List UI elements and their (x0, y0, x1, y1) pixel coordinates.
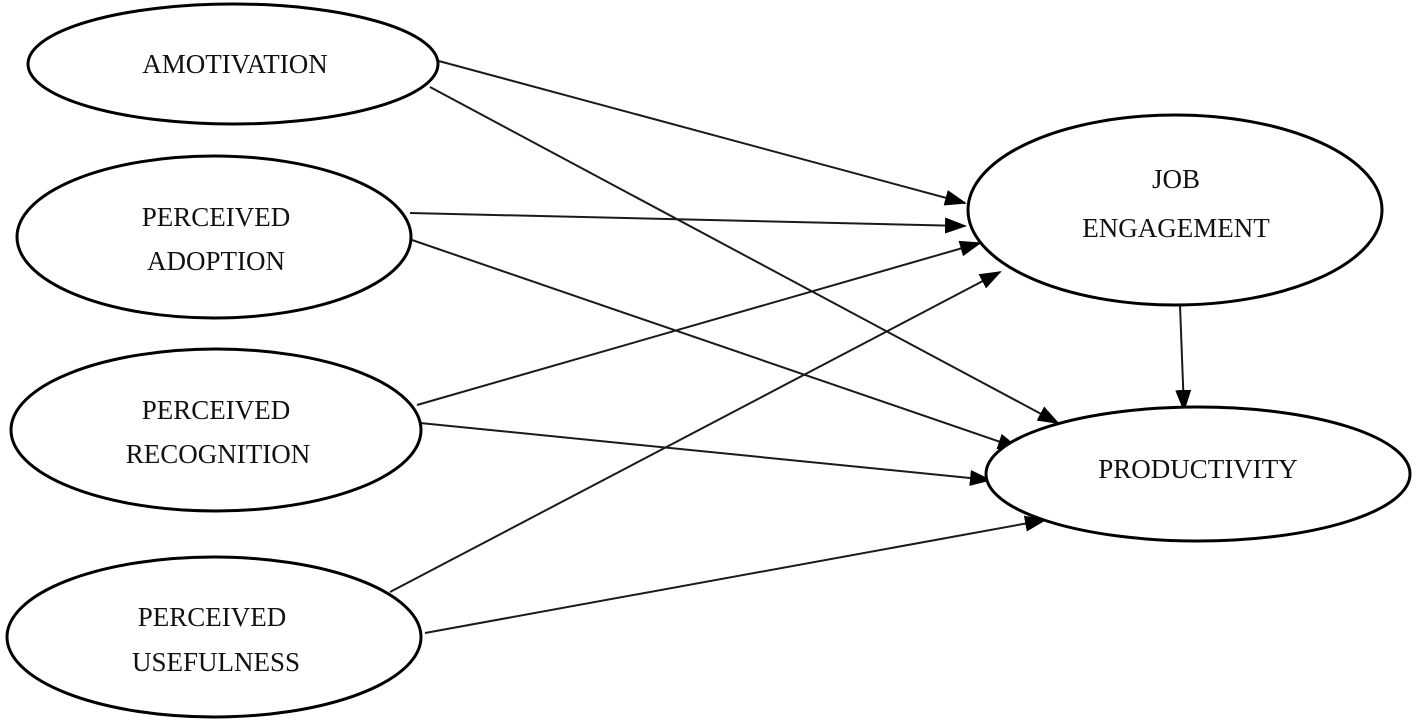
node-perceived-usefulness: PERCEIVED USEFULNESS (5, 555, 423, 719)
node-job-engagement-label-line-1: JOB (1152, 164, 1200, 194)
edge-perceived-recognition-to-productivity (419, 422, 992, 486)
node-amotivation: AMOTIVATION (26, 2, 440, 126)
node-perceived-usefulness-label-line-2: USEFULNESS (132, 647, 300, 677)
node-perceived-recognition: PERCEIVED RECOGNITION (9, 347, 423, 513)
edge-perceived-adoption-to-productivity (411, 239, 1020, 450)
node-productivity-label-line-1: PRODUCTIVITY (1098, 454, 1298, 484)
edge-perceived-usefulness-to-job-engagement (389, 271, 1002, 593)
edge-job-engagement-to-productivity (1175, 304, 1192, 412)
edge-perceived-usefulness-to-productivity (424, 515, 1047, 634)
node-perceived-usefulness-label-line-1: PERCEIVED (138, 602, 287, 632)
node-job-engagement: JOB ENGAGEMENT (966, 113, 1384, 307)
edge-perceived-adoption-to-job-engagement (409, 212, 967, 234)
edge-perceived-recognition-to-job-engagement (416, 240, 982, 406)
node-productivity: PRODUCTIVITY (984, 405, 1412, 543)
node-amotivation-label-line-1: AMOTIVATION (142, 49, 328, 79)
node-perceived-adoption-label-line-1: PERCEIVED (142, 202, 291, 232)
node-job-engagement-label-line-2: ENGAGEMENT (1082, 213, 1270, 243)
edges (389, 59, 1192, 634)
node-perceived-adoption-label-line-2: ADOPTION (147, 246, 285, 276)
node-perceived-recognition-label-line-1: PERCEIVED (142, 395, 291, 425)
edge-amotivation-to-productivity (429, 86, 1060, 424)
node-perceived-adoption: PERCEIVED ADOPTION (15, 154, 413, 320)
node-perceived-recognition-label-line-2: RECOGNITION (126, 439, 310, 469)
edge-amotivation-to-job-engagement (434, 59, 967, 206)
